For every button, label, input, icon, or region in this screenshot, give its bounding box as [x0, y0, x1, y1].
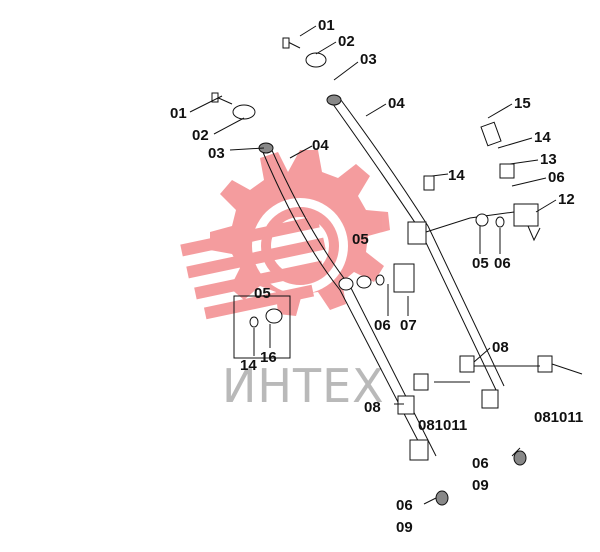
inset-fitting-16 — [265, 308, 283, 324]
callout-02-left: 02 — [192, 127, 209, 144]
callout-04-left: 04 — [312, 137, 329, 154]
block-upper-right — [407, 221, 427, 245]
callout-07: 07 — [400, 317, 417, 334]
bracket-08-far-right — [537, 355, 553, 373]
block-bottom-left — [409, 439, 429, 461]
inset-box — [233, 295, 291, 359]
clamp-02-top — [305, 52, 327, 68]
speed-stripe-2 — [186, 237, 326, 279]
callout-13: 13 — [540, 151, 557, 168]
callout-05-right: 05 — [472, 255, 489, 272]
gear-hole — [252, 198, 348, 294]
callout-09-bottom-left: 09 — [396, 519, 413, 536]
nut-15-end — [480, 121, 502, 147]
callout-03-top: 03 — [360, 51, 377, 68]
end-cap-09-right — [513, 450, 527, 466]
callout-15: 15 — [514, 95, 531, 112]
callout-04-right: 04 — [388, 95, 405, 112]
watermark-gear-logo — [180, 150, 390, 320]
fitting-13 — [499, 163, 515, 179]
speed-stripe-3 — [194, 260, 324, 300]
tube-to-valve — [425, 211, 515, 233]
callout-06-right: 06 — [548, 169, 565, 186]
callout-14-right: 14 — [534, 129, 551, 146]
callout-06-right-b: 06 — [494, 255, 511, 272]
leader-lines — [189, 25, 583, 505]
inset-oring-14 — [249, 316, 259, 328]
valve-block-12 — [513, 203, 539, 227]
callout-05-box: 05 — [254, 285, 271, 302]
valve-nozzle — [527, 225, 541, 242]
callout-05-mid: 05 — [352, 231, 369, 248]
callout-08-right: 08 — [492, 339, 509, 356]
callout-081011-right: 081011 — [534, 409, 583, 426]
speed-stripe-4 — [203, 284, 315, 320]
flex-hose-15 — [416, 86, 494, 173]
callout-16-box: 16 — [260, 349, 277, 366]
callout-06-mid: 06 — [374, 317, 391, 334]
watermark-text: ИНТЕХ — [222, 359, 385, 413]
callout-14-box: 14 — [240, 357, 257, 374]
callout-01-top: 01 — [318, 17, 335, 34]
block-07 — [393, 263, 415, 293]
bolt-01-top — [282, 37, 301, 49]
fitting-mid-2 — [356, 275, 372, 289]
callout-09-bottom-right: 09 — [472, 477, 489, 494]
callout-02-top: 02 — [338, 33, 355, 50]
callout-06-bottom-left: 06 — [396, 497, 413, 514]
callout-06-bottom-right: 06 — [472, 455, 489, 472]
end-cap-09-left — [435, 490, 449, 506]
bracket-08-left — [413, 373, 429, 391]
block-lower-left — [397, 395, 415, 415]
callout-01-left: 01 — [170, 105, 187, 122]
speed-stripe-1 — [180, 215, 320, 257]
grommet-03-top — [326, 94, 342, 106]
oring-06-mid — [375, 274, 385, 286]
fitting-14-upper — [423, 175, 435, 191]
gear-inner-ring — [261, 207, 339, 285]
fitting-05-mid — [338, 277, 354, 291]
clamp-02-left — [232, 104, 256, 120]
oring-06-right — [495, 216, 505, 228]
callout-12: 12 — [558, 191, 575, 208]
bracket-08-right — [459, 355, 475, 373]
fitting-05-right — [475, 213, 489, 227]
callout-081011-mid: 081011 — [418, 417, 467, 434]
bolt-01-left — [211, 92, 233, 105]
gear-outline — [210, 150, 390, 316]
callout-03-left: 03 — [208, 145, 225, 162]
callout-08-left: 08 — [364, 399, 381, 416]
callout-14-mid: 14 — [448, 167, 465, 184]
block-lower-right — [481, 389, 499, 409]
